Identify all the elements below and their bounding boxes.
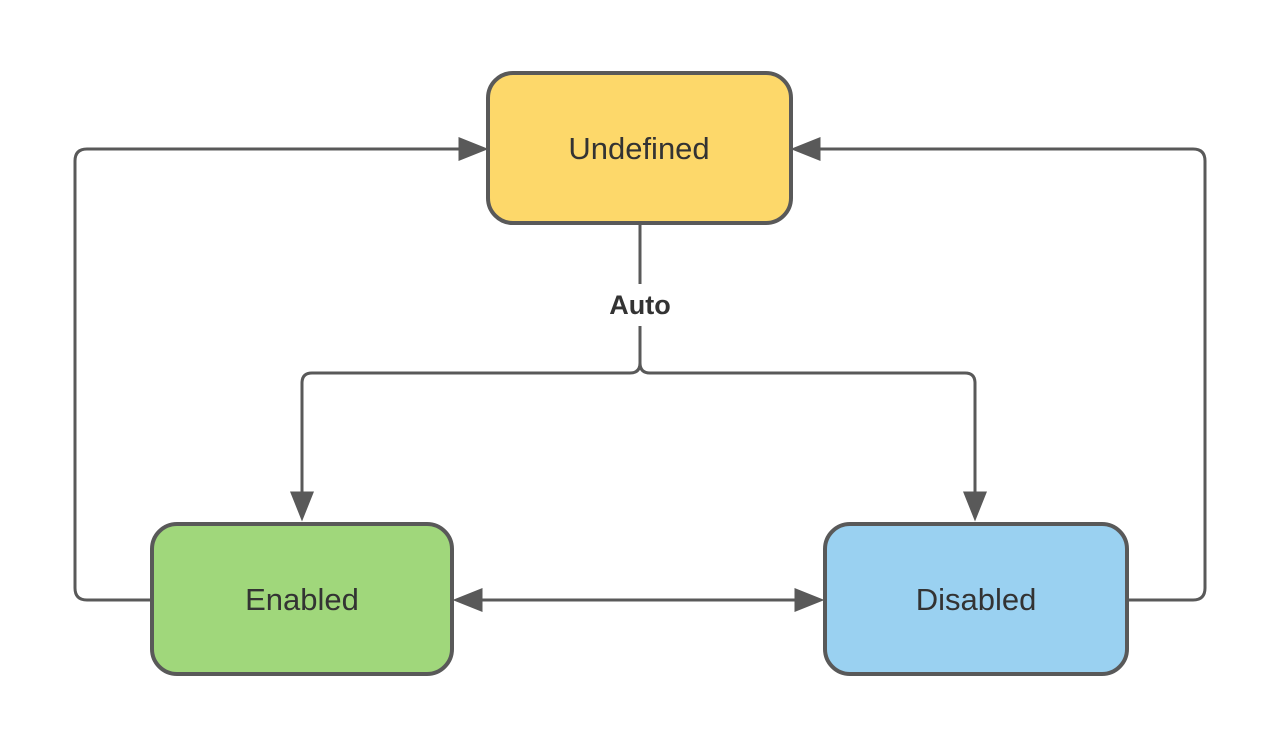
edge-label-auto: Auto <box>609 290 670 320</box>
node-enabled: Enabled <box>150 522 454 676</box>
node-disabled: Disabled <box>823 522 1129 676</box>
edge-group <box>73 137 1207 612</box>
node-undefined-shape <box>486 71 793 225</box>
node-disabled-shape <box>823 522 1129 676</box>
edge-undefined-to-disabled <box>638 326 987 522</box>
node-enabled-label: Enabled <box>245 582 359 617</box>
node-undefined-label: Undefined <box>568 131 709 166</box>
node-enabled-shape <box>150 522 454 676</box>
node-undefined: Undefined <box>486 71 793 225</box>
edge-disabled-to-undefined <box>790 137 1207 602</box>
edge-enabled-to-undefined <box>73 137 489 602</box>
node-disabled-label: Disabled <box>916 582 1037 617</box>
edge-undefined-to-enabled <box>290 326 642 522</box>
